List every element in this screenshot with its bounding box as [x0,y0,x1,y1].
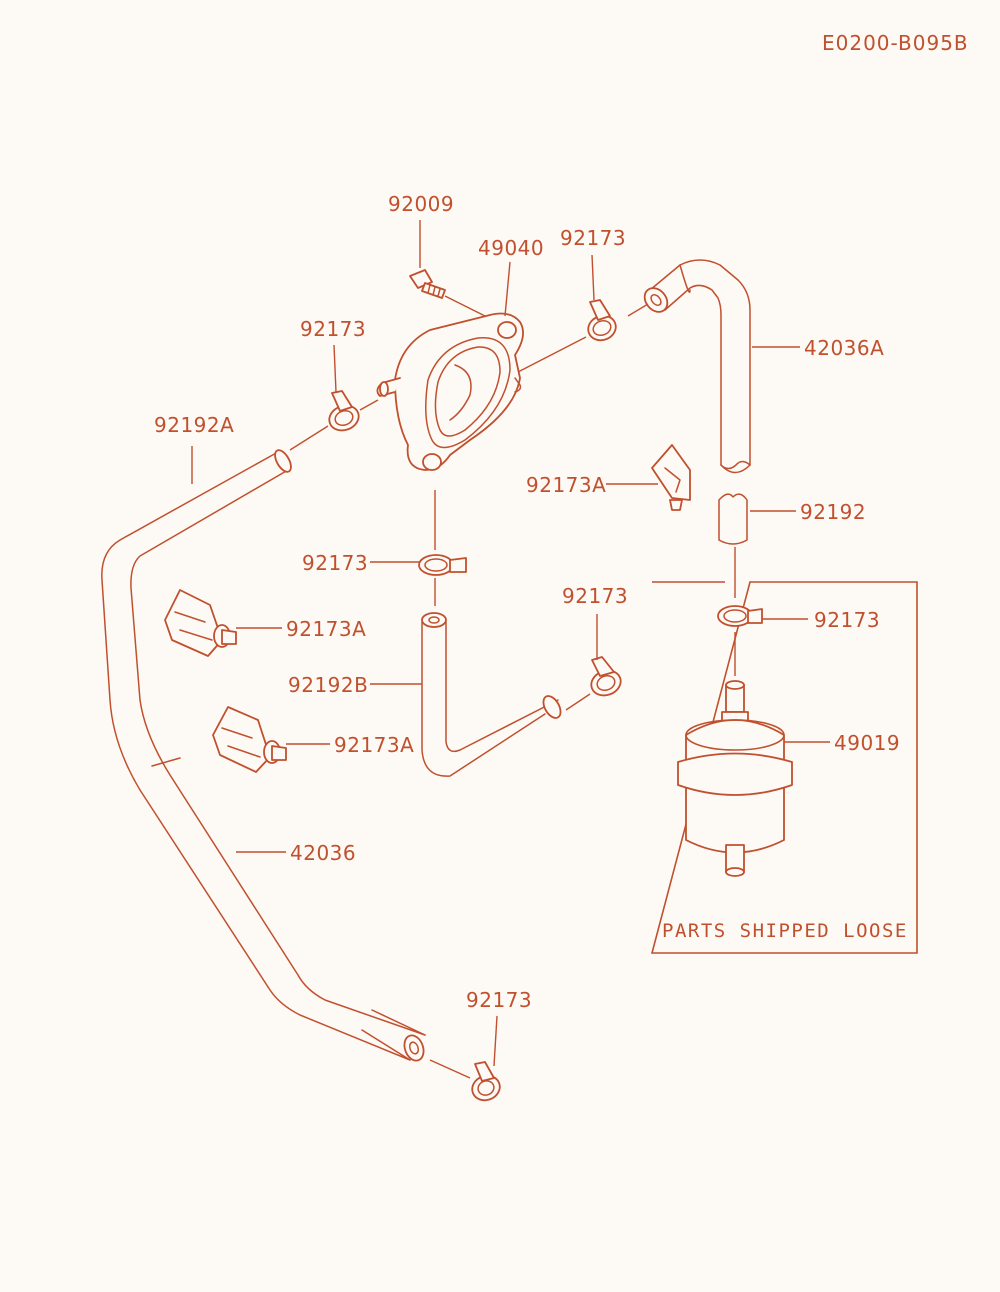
label-92173-right: 92173 [562,584,628,608]
bolt-92009 [409,269,446,299]
label-92192B: 92192B [288,673,368,697]
clamp-92173-left [328,390,360,432]
clamp-92173-bottom [471,1061,501,1102]
label-49040: 49040 [478,236,544,260]
hose-42036 [101,449,426,1062]
clamp-92173A-mid [651,444,691,511]
label-92173A-mid: 92173A [526,473,606,497]
fuel-pump-49040 [376,312,524,471]
clamp-92173A-left1 [164,589,237,657]
leader-lines [191,220,830,1067]
label-92173-box: 92173 [814,608,880,632]
clamp-92173A-left2 [212,706,287,773]
label-42036A: 42036A [804,336,884,360]
label-92173-center: 92173 [302,551,368,575]
label-92192A: 92192A [154,413,234,437]
label-92173A-left1: 92173A [286,617,366,641]
clamp-92173-box [717,605,763,627]
label-49019: 49019 [834,731,900,755]
parts-shipped-loose-box: PARTS SHIPPED LOOSE [650,581,918,954]
label-92173A-left2: 92173A [334,733,414,757]
fuel-filter-49019 [677,680,793,877]
parts-shipped-loose-note: PARTS SHIPPED LOOSE [662,920,908,942]
label-92009: 92009 [388,192,454,216]
label-92192: 92192 [800,500,866,524]
label-42036: 42036 [290,841,356,865]
diagram-code: E0200-B095B [822,31,969,55]
clamp-92173-right [590,656,622,697]
label-92173-top: 92173 [560,226,626,250]
hose-42036A [643,259,751,474]
clamp-92173-top [587,299,617,342]
hose-92192B [421,612,562,777]
hose-92192 [718,493,748,545]
clamp-92173-center [418,554,467,576]
connector-lines [289,295,736,1079]
label-92173-left: 92173 [300,317,366,341]
label-92173-bottom: 92173 [466,988,532,1012]
